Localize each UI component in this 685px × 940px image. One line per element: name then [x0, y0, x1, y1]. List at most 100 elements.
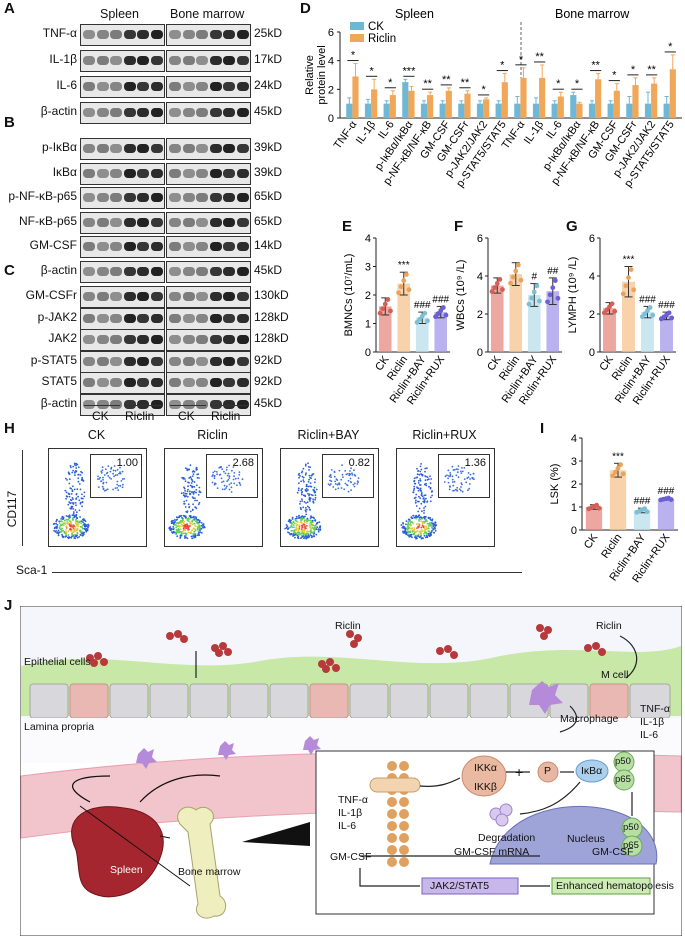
- flow-event-dot: [74, 522, 77, 524]
- flow-event-dot: [304, 509, 307, 512]
- wb-band: [96, 242, 109, 251]
- wb-band: [236, 168, 249, 178]
- flow-event-dot: [342, 476, 344, 478]
- flow-event-dot: [292, 524, 295, 526]
- flow-event-dot: [199, 529, 201, 532]
- flow-event-dot: [302, 479, 305, 481]
- wb-band: [110, 313, 122, 323]
- flow-event-dot: [112, 488, 114, 491]
- chart-g-point: [647, 305, 653, 310]
- chart-g-sig-mark: ###: [658, 300, 675, 311]
- chart-d-sig-mark: *: [612, 70, 617, 82]
- flow-event-dot: [195, 507, 198, 510]
- flow-event-dot: [74, 537, 77, 540]
- flow-event-dot: [226, 466, 228, 469]
- flow-event-dot: [414, 536, 416, 539]
- flow-event-dot: [289, 521, 292, 524]
- flow-event-dot: [295, 526, 298, 529]
- flow-event-dot: [431, 494, 433, 497]
- flow-event-dot: [302, 494, 305, 497]
- flow-event-dot: [188, 492, 191, 495]
- flow-event-dot: [101, 485, 104, 488]
- flow-event-dot: [233, 472, 236, 474]
- flow-event-dot: [184, 492, 187, 495]
- flow-event-dot: [79, 516, 81, 518]
- wb-band: [137, 242, 149, 251]
- flow-event-dot: [330, 476, 332, 479]
- flow-event-dot: [200, 527, 202, 530]
- wb-band: [123, 217, 136, 227]
- flow-event-dot: [185, 523, 188, 526]
- flow-event-dot: [184, 489, 186, 492]
- flow-event-dot: [184, 516, 187, 519]
- chart-f-point: [513, 268, 519, 274]
- wb-band: [110, 56, 122, 65]
- flow-event-dot: [117, 485, 120, 487]
- flow-event-dot: [424, 494, 427, 496]
- chart-e-point: [388, 308, 393, 314]
- scheme-box-cytokine-3: IL-6: [338, 820, 357, 832]
- flow-event-dot: [446, 474, 448, 477]
- chart-i-point: [610, 473, 616, 479]
- flow-event-dot: [434, 521, 437, 524]
- wb-band: [137, 217, 149, 227]
- flow-event-dot: [216, 473, 218, 476]
- flow-event-dot: [175, 531, 178, 534]
- wb-band: [169, 313, 181, 323]
- wb-blot-bone-marrow: [166, 260, 251, 283]
- wb-band: [169, 30, 181, 39]
- flow-event-dot: [74, 502, 77, 504]
- wb-protein-label: β-actin: [40, 262, 77, 277]
- wb-band: [209, 30, 222, 39]
- flow-event-dot: [427, 517, 430, 519]
- panel-label-h: H: [4, 420, 15, 437]
- flow-event-dot: [419, 488, 421, 491]
- flow-event-dot: [81, 505, 83, 508]
- flow-event-dot: [301, 475, 304, 478]
- flow-event-dot: [75, 464, 77, 467]
- flow-event-dot: [76, 534, 78, 537]
- chart-d-bar: [613, 90, 620, 118]
- flow-event-dot: [421, 524, 424, 527]
- wb-blot-spleen: [80, 24, 165, 46]
- flow-event-dot: [417, 489, 420, 492]
- flow-event-dot: [67, 518, 70, 521]
- flow-event-dot: [60, 520, 63, 522]
- flow-event-dot: [413, 528, 416, 531]
- flow-event-dot: [295, 520, 298, 523]
- flow-event-dot: [451, 481, 454, 483]
- flow-event-dot: [191, 485, 194, 488]
- flow-event-dot: [420, 463, 422, 465]
- wb-kd-label: 45kD: [254, 262, 283, 277]
- wb-band: [236, 313, 249, 323]
- wb-band: [110, 399, 122, 409]
- wb-blot-spleen: [80, 138, 165, 160]
- flow-event-dot: [411, 521, 413, 523]
- flow-event-dot: [425, 525, 428, 527]
- chart-f-bar: [527, 295, 541, 352]
- wb-band: [137, 378, 149, 387]
- flow-panel: 2.68: [164, 448, 263, 547]
- wb-kd-label: 39kD: [254, 140, 283, 154]
- chart-d-bar: [551, 103, 558, 118]
- flow-event-dot: [434, 529, 437, 532]
- chart-f-point: [531, 289, 537, 295]
- flow-event-dot: [226, 485, 228, 488]
- flow-event-dot: [185, 527, 187, 530]
- flow-density-plot: [52, 462, 125, 540]
- flow-event-dot: [419, 497, 422, 500]
- chart-i-bar: [609, 470, 627, 530]
- chart-i-sig-mark: ***: [612, 451, 624, 462]
- flow-event-dot: [191, 537, 193, 540]
- flow-event-dot: [411, 527, 413, 530]
- flow-event-dot: [298, 476, 300, 479]
- flow-event-dot: [330, 483, 332, 485]
- flow-event-dot: [196, 499, 198, 502]
- flow-event-dot: [309, 476, 311, 479]
- wb-band: [150, 56, 163, 65]
- flow-event-dot: [447, 469, 450, 472]
- flow-event-dot: [198, 524, 201, 527]
- flow-event-dot: [418, 524, 421, 526]
- flow-event-dot: [425, 475, 427, 478]
